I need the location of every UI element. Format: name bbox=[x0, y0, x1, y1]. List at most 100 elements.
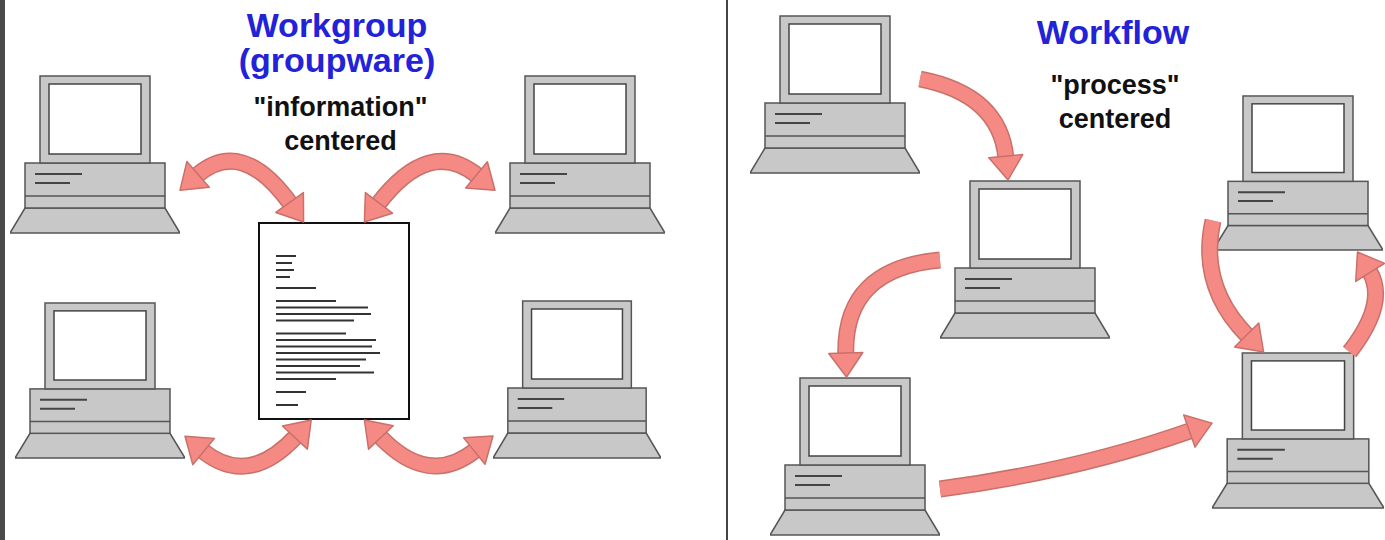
computer-node bbox=[495, 75, 665, 235]
document-lines bbox=[260, 224, 408, 418]
text-line bbox=[276, 276, 290, 278]
text-line bbox=[276, 404, 298, 406]
computer-icon bbox=[10, 75, 180, 235]
arrow-body bbox=[197, 161, 291, 204]
unit-seam bbox=[25, 195, 165, 197]
drive-slot bbox=[518, 407, 553, 409]
text-line bbox=[276, 391, 306, 393]
computer-node bbox=[493, 300, 661, 460]
drive-slot bbox=[35, 182, 70, 184]
monitor bbox=[45, 303, 155, 389]
computer-icon bbox=[1212, 352, 1384, 510]
unit-seam bbox=[508, 420, 646, 422]
text-line bbox=[276, 339, 376, 341]
monitor bbox=[970, 181, 1080, 268]
screen bbox=[49, 84, 141, 154]
text-line bbox=[276, 255, 296, 257]
arrow-outline bbox=[378, 161, 478, 204]
text-line bbox=[276, 313, 371, 315]
keyboard bbox=[495, 208, 665, 233]
arrow-outline bbox=[940, 430, 1191, 489]
arrow-body bbox=[380, 436, 476, 466]
unit-seam bbox=[510, 195, 650, 197]
text-line bbox=[276, 378, 336, 380]
drive-slot bbox=[775, 122, 810, 124]
panel-subtitle: "information" centered bbox=[238, 90, 443, 158]
drive-slot bbox=[518, 398, 564, 400]
arrow-head bbox=[282, 420, 311, 449]
edge-strip bbox=[0, 0, 5, 540]
arrow-body bbox=[846, 260, 940, 355]
drive-slot bbox=[40, 399, 87, 401]
arrow-head bbox=[364, 193, 392, 222]
keyboard bbox=[750, 148, 920, 173]
arrow-outline bbox=[380, 436, 476, 466]
computer-node bbox=[750, 15, 920, 175]
screen bbox=[532, 309, 623, 379]
screen bbox=[54, 311, 146, 380]
system-unit bbox=[30, 389, 170, 433]
arrow-body bbox=[202, 436, 296, 466]
monitor bbox=[1242, 353, 1353, 439]
panel-title: Workgroup (groupware) bbox=[232, 8, 442, 78]
computer-icon bbox=[495, 75, 665, 235]
text-line bbox=[276, 333, 346, 335]
flow-arrow bbox=[829, 260, 940, 377]
arrow-body bbox=[920, 79, 1006, 158]
flow-arrow bbox=[920, 79, 1023, 180]
computer-node bbox=[770, 377, 940, 537]
keyboard bbox=[10, 208, 180, 233]
arrow-head bbox=[829, 353, 863, 377]
unit-seam bbox=[1227, 471, 1369, 472]
keyboard bbox=[1212, 483, 1384, 508]
arrow-head bbox=[276, 193, 304, 222]
computer-icon bbox=[15, 302, 185, 460]
computer-node bbox=[1212, 352, 1384, 510]
flow-arrow bbox=[180, 161, 304, 222]
unit-seam bbox=[955, 300, 1095, 302]
drive-slot bbox=[775, 113, 822, 115]
system-unit bbox=[510, 163, 650, 208]
drive-slot bbox=[1238, 200, 1273, 202]
flow-arrow bbox=[364, 161, 495, 222]
drive-slot bbox=[965, 287, 1000, 289]
text-line bbox=[276, 307, 368, 309]
text-line bbox=[276, 320, 354, 322]
computer-icon bbox=[493, 300, 661, 460]
arrow-body bbox=[378, 161, 478, 204]
text-line bbox=[276, 365, 360, 367]
computer-icon bbox=[1213, 95, 1383, 252]
system-unit bbox=[765, 103, 905, 148]
screen bbox=[809, 386, 901, 456]
flow-arrow bbox=[1210, 221, 1264, 352]
screen bbox=[1251, 361, 1344, 430]
arrow-outline bbox=[197, 161, 291, 204]
drive-slot bbox=[1237, 449, 1285, 451]
arrow-outline bbox=[920, 79, 1006, 158]
arrow-head bbox=[180, 162, 209, 191]
keyboard bbox=[940, 313, 1110, 338]
screen bbox=[534, 84, 626, 154]
keyboard bbox=[770, 510, 940, 535]
monitor bbox=[525, 76, 635, 163]
text-line bbox=[276, 352, 380, 354]
system-unit bbox=[785, 465, 925, 510]
flow-arrow bbox=[364, 420, 493, 466]
unit-seam bbox=[1228, 213, 1368, 214]
text-line bbox=[276, 269, 294, 271]
keyboard bbox=[493, 433, 661, 458]
arrow-outline bbox=[1210, 221, 1248, 337]
text-line bbox=[276, 287, 316, 289]
system-unit bbox=[955, 268, 1095, 313]
computer-node bbox=[10, 75, 180, 235]
screen bbox=[979, 189, 1071, 259]
arrow-head bbox=[185, 436, 214, 464]
text-line bbox=[276, 346, 372, 348]
computer-node bbox=[1213, 95, 1383, 252]
arrow-head bbox=[364, 420, 393, 449]
monitor bbox=[40, 76, 150, 163]
arrow-head bbox=[1235, 323, 1264, 352]
text-line bbox=[276, 300, 336, 302]
arrow-head bbox=[1356, 252, 1385, 281]
